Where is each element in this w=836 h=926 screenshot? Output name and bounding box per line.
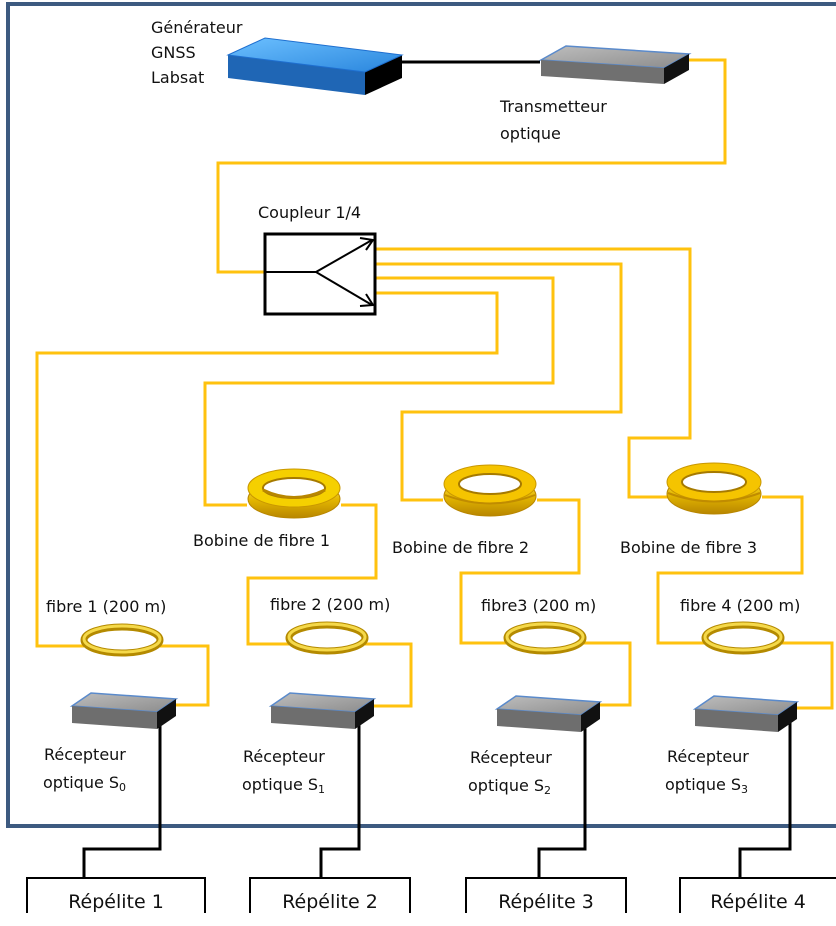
- repelite-4-label: Répélite 4: [710, 891, 806, 913]
- fiber-ring3-to-receiver2: [583, 641, 632, 707]
- fiber-ring-2: [285, 621, 369, 655]
- fiber-coupler-branch-2: [203, 276, 555, 507]
- repelite-1-label: Répélite 1: [68, 891, 164, 913]
- fiber-spool3-to-ring4: [656, 495, 804, 645]
- coupler-1-4: [263, 232, 377, 316]
- spool-3-label: Bobine de fibre 3: [620, 538, 758, 557]
- receiver-2-label-line2: optique S2: [468, 776, 552, 797]
- fiber-spool1-to-ring2: [246, 503, 378, 646]
- cable-receiver0-to-repelite1: [82, 710, 162, 878]
- fiber-coupler-branch-4: [375, 247, 692, 499]
- cable-receiver1-to-repelite2: [319, 711, 361, 878]
- optical-transmitter-device: [538, 45, 692, 84]
- generator-label-line1: Générateur: [151, 18, 243, 37]
- gnss-generator-device: [226, 37, 404, 95]
- system-frame: [6, 2, 836, 828]
- receiver-3-device: [692, 695, 800, 732]
- spool-1-label: Bobine de fibre 1: [193, 531, 331, 550]
- fiber-2-label: fibre 2 (200 m): [270, 595, 391, 614]
- coupler-label: Coupleur 1/4: [258, 203, 362, 222]
- generator-label-line3: Labsat: [151, 68, 205, 87]
- fiber-4-label: fibre 4 (200 m): [680, 596, 801, 615]
- spool-2-label: Bobine de fibre 2: [392, 538, 530, 557]
- fiber-spool-1: [247, 468, 341, 519]
- fiber-ring-3: [503, 621, 587, 655]
- repelite-4-box: [679, 877, 836, 913]
- repelite-2-label: Répélite 2: [282, 891, 378, 913]
- transmitter-label-line1: Transmetteur: [500, 97, 607, 116]
- fiber-ring1-to-receiver0: [160, 644, 210, 707]
- receiver-0-label-line1: Récepteur: [44, 745, 126, 764]
- generator-label-line2: GNSS: [151, 43, 196, 62]
- fiber-ring-4: [701, 621, 785, 655]
- receiver-3-label-line1: Récepteur: [667, 747, 749, 766]
- fiber-1-label: fibre 1 (200 m): [46, 597, 167, 616]
- fiber-3-label: fibre3 (200 m): [481, 596, 597, 615]
- fiber-ring2-to-receiver1: [360, 642, 413, 708]
- fiber-lines: [35, 58, 834, 710]
- fiber-coupler-branch-1: [35, 291, 499, 648]
- transmitter-label-line2: optique: [500, 124, 561, 143]
- repelite-2-box: [249, 877, 411, 913]
- repelite-3-label: Répélite 3: [498, 891, 594, 913]
- cable-receiver3-to-repelite4: [738, 713, 792, 878]
- fiber-spool-2: [443, 464, 537, 517]
- fiber-spool-3: [666, 462, 762, 515]
- receiver-3-label-line2: optique S3: [665, 775, 749, 796]
- receiver-0-label-line2: optique S0: [43, 773, 127, 794]
- fiber-ring4-to-receiver3: [782, 641, 834, 710]
- receiver-1-label-line1: Récepteur: [243, 747, 325, 766]
- receiver-1-device: [268, 692, 377, 729]
- receiver-1-label-line2: optique S1: [242, 775, 326, 796]
- fiber-coupler-branch-3: [375, 262, 623, 502]
- receiver-2-device: [494, 695, 603, 732]
- fiber-transmitter-to-coupler: [216, 58, 727, 274]
- receiver-0-device: [69, 692, 179, 729]
- fiber-spool2-to-ring3: [459, 498, 581, 645]
- cable-receiver2-to-repelite3: [537, 713, 587, 878]
- repelite-3-box: [465, 877, 627, 913]
- fiber-ring-1: [80, 623, 164, 657]
- repelite-1-box: [26, 877, 206, 913]
- copper-cables: [82, 60, 792, 878]
- receiver-2-label-line1: Récepteur: [470, 748, 552, 767]
